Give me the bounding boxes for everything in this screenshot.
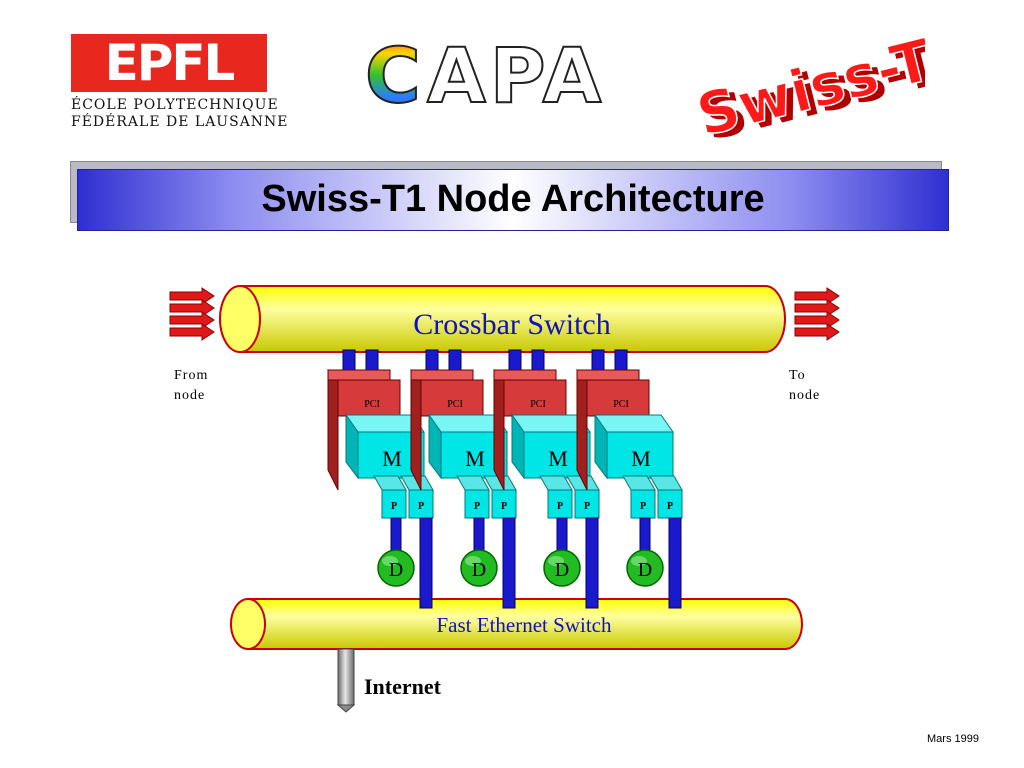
disk-highlight: [631, 556, 647, 566]
pci-block-top: [410, 369, 474, 381]
pci-block: [337, 379, 401, 417]
disk-label: D: [472, 559, 486, 581]
processor-block: [630, 489, 656, 519]
capa-letter-c: C: [365, 40, 421, 110]
slide-title: Swiss-T1 Node Architecture: [261, 178, 765, 220]
epfl-name-line1: ÉCOLE POLYTECHNIQUE: [71, 97, 279, 113]
disk-highlight: [548, 556, 564, 566]
disk-link-wire: [473, 517, 485, 553]
processor-label: P: [667, 501, 673, 512]
processor-block: [408, 489, 434, 519]
ethernet-link-wire: [585, 517, 599, 609]
fast-ethernet-switch-label: Fast Ethernet Switch: [437, 613, 612, 637]
memory-block-top: [594, 414, 674, 433]
epfl-logo: EPFL: [71, 34, 267, 92]
processor-block: [381, 489, 407, 519]
disk-link-wire: [639, 517, 651, 553]
to-node-label-line2: node: [789, 388, 821, 403]
to-node-label: To node: [789, 366, 849, 406]
compute-node: PCI M P P D: [410, 349, 517, 609]
capa-logo: C APA: [365, 40, 605, 110]
pci-block-top: [576, 369, 640, 381]
memory-label: M: [631, 446, 651, 471]
processor-label: P: [474, 501, 480, 512]
pci-label: PCI: [613, 399, 629, 410]
pci-block-side: [410, 368, 422, 491]
disk-label: D: [389, 559, 403, 581]
memory-label: M: [548, 446, 568, 471]
crossbar-switch: Crossbar Switch: [219, 285, 786, 353]
from-node-label-line1: From: [174, 368, 209, 383]
internet-label: Internet: [364, 674, 442, 699]
fast-ethernet-switch: Fast Ethernet Switch: [230, 598, 803, 650]
pci-block: [503, 379, 567, 417]
swisstx-logo: Swiss-Tx Swiss-Tx: [689, 30, 925, 140]
memory-label: M: [382, 446, 402, 471]
capa-letters-rest: APA: [427, 40, 605, 110]
processor-block: [547, 489, 573, 519]
processor-block: [657, 489, 683, 519]
ethernet-link-wire: [502, 517, 516, 609]
ethernet-link-wire: [668, 517, 682, 609]
processor-block: [464, 489, 490, 519]
to-node-arrows: [794, 287, 840, 341]
compute-node: PCI M P P D: [576, 349, 683, 609]
processor-label: P: [640, 501, 646, 512]
disk-link-wire: [556, 517, 568, 553]
pci-block-side: [493, 368, 505, 491]
pci-label: PCI: [447, 399, 463, 410]
internet-uplink: Internet: [336, 648, 442, 713]
processor-top: [649, 475, 683, 491]
slide-date: Mars 1999: [927, 733, 979, 745]
pci-label: PCI: [530, 399, 546, 410]
disk-label: D: [555, 559, 569, 581]
from-node-label-line2: node: [174, 388, 206, 403]
memory-block: [606, 431, 674, 479]
processor-label: P: [501, 501, 507, 512]
pci-block-top: [327, 369, 391, 381]
ethernet-link-wire: [419, 517, 433, 609]
pci-label: PCI: [364, 399, 380, 410]
from-node-arrows: [169, 287, 215, 341]
disk-highlight: [465, 556, 481, 566]
processor-label: P: [391, 501, 397, 512]
disk-link-wire: [390, 517, 402, 553]
processor-label: P: [418, 501, 424, 512]
epfl-name-line2: FÉDÉRALE DE LAUSANNE: [71, 114, 289, 130]
epfl-logo-mark: EPFL: [104, 34, 236, 92]
pci-block-top: [493, 369, 557, 381]
disk-highlight: [382, 556, 398, 566]
from-node-label: From node: [174, 366, 234, 406]
to-node-label-line1: To: [789, 368, 806, 383]
title-banner: Swiss-T1 Node Architecture: [77, 169, 949, 231]
pci-block-side: [327, 368, 339, 491]
pci-block: [420, 379, 484, 417]
compute-nodes: PCI M P P D PCI M P P D PCI M P P D PCI M P P D: [327, 349, 683, 609]
memory-label: M: [465, 446, 485, 471]
processor-block: [491, 489, 517, 519]
disk-label: D: [638, 559, 652, 581]
processor-label: P: [557, 501, 563, 512]
processor-label: P: [584, 501, 590, 512]
pci-block: [586, 379, 650, 417]
crossbar-switch-label: Crossbar Switch: [413, 308, 611, 341]
pci-block-side: [576, 368, 588, 491]
